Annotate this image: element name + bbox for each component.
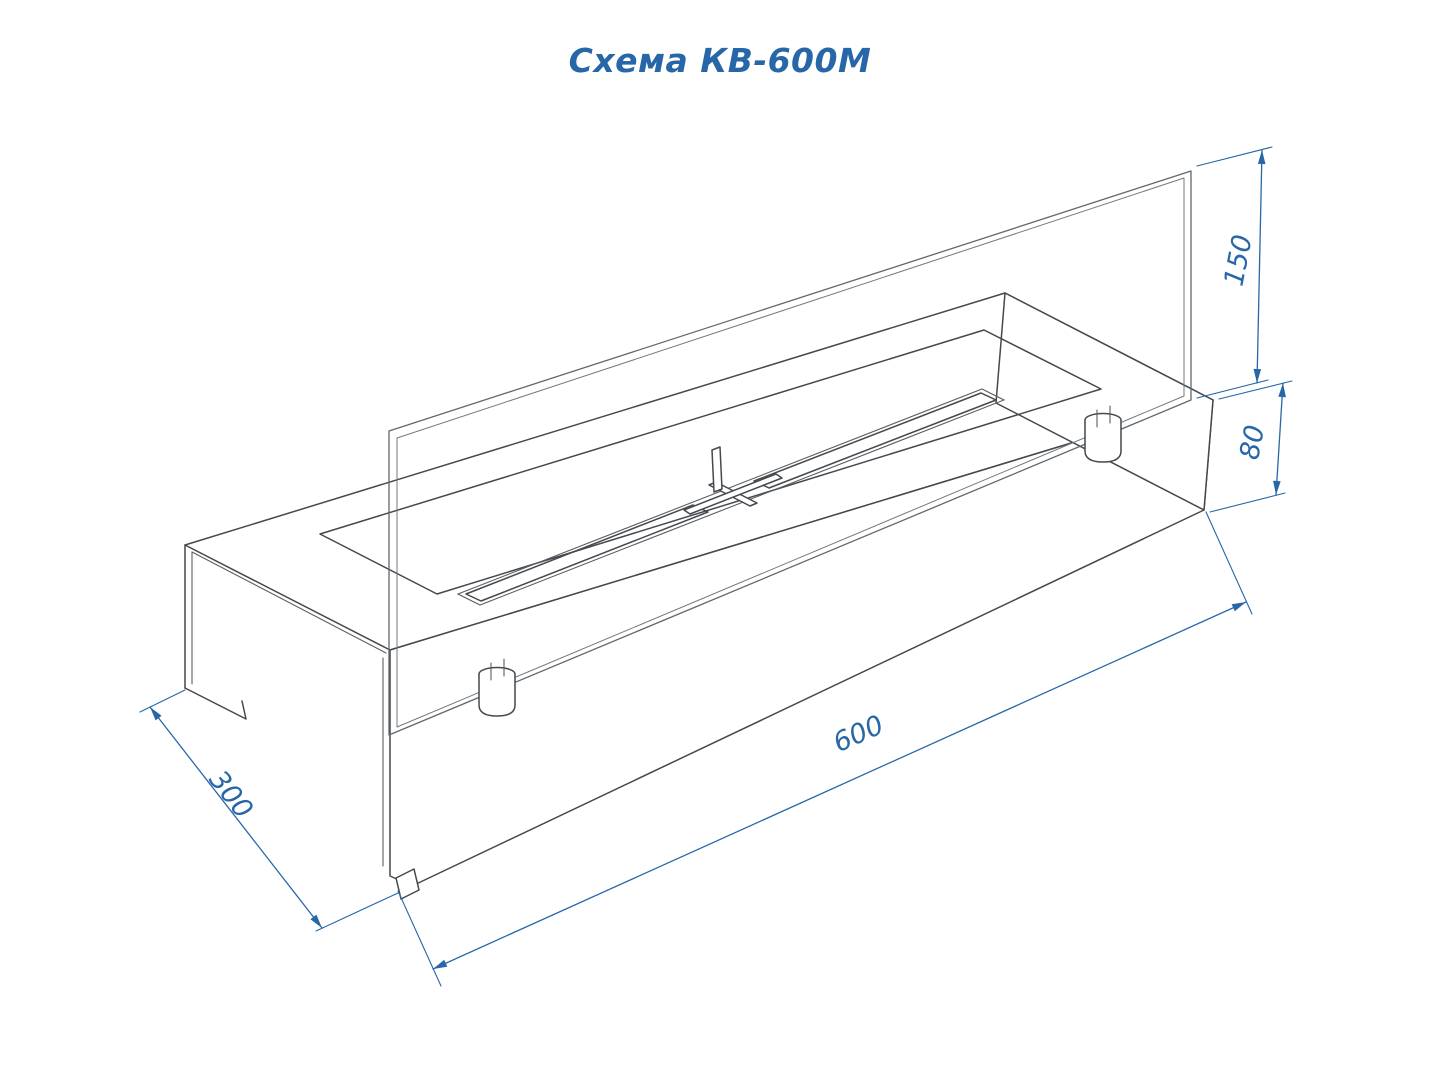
- dimension-depth: 300: [139, 689, 399, 932]
- dimension-body-height: 80: [1209, 380, 1293, 513]
- dimension-label-glass-height: 150: [1219, 232, 1259, 289]
- handle-vertical-flag: [711, 446, 723, 493]
- extension-line: [1205, 511, 1253, 615]
- extension-line: [1196, 146, 1273, 167]
- regulator-handle: [683, 446, 783, 515]
- top-sheet-inner-edge: [191, 551, 387, 654]
- extension-line: [1196, 379, 1269, 399]
- glass-outer-edge: [388, 170, 1192, 736]
- dimension-line: [149, 706, 323, 929]
- extension-line: [315, 892, 399, 932]
- diagram-title: Схема КВ-600М: [569, 41, 872, 80]
- dimension-label-length: 600: [829, 710, 889, 759]
- stand-front-foot-tab: [395, 868, 420, 900]
- dimension-label-depth: 300: [203, 765, 259, 825]
- dimension-line: [1273, 382, 1286, 496]
- dimension-glass-height: 150: [1196, 146, 1273, 399]
- lid-outline: [319, 329, 1102, 595]
- body-right-end-face: [995, 292, 1214, 511]
- fuel-block-body: [184, 292, 1214, 900]
- dimension-line: [1253, 149, 1266, 384]
- extension-line: [1209, 492, 1286, 513]
- dimension-label-body-height: 80: [1234, 423, 1271, 463]
- burner-mesh-left: [465, 504, 709, 602]
- glass-screen: [388, 170, 1192, 736]
- extension-line: [139, 689, 186, 713]
- stand-rear-foot: [184, 687, 247, 720]
- extension-line: [397, 890, 442, 987]
- clamp-right-body: [1084, 419, 1122, 463]
- burner-slot-outline: [456, 388, 1006, 606]
- glass-clamp-right: [1084, 405, 1122, 463]
- clamp-right-slot: [1096, 405, 1111, 428]
- handle-cross-bar-length: [683, 473, 783, 515]
- dimension-line: [432, 601, 1247, 970]
- clamp-left-body: [478, 673, 516, 717]
- glass-inner-edge: [396, 177, 1185, 728]
